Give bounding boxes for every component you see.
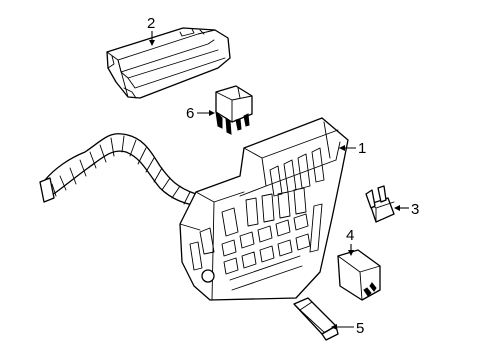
callout-number-5: 5 [356, 320, 364, 337]
part-6-relay [215, 85, 253, 135]
arrowhead-5 [331, 324, 337, 330]
callout-number-3: 3 [411, 201, 419, 218]
callout-number-6: 6 [186, 105, 194, 122]
arrowhead-3 [394, 205, 400, 211]
callout-6: 6 [186, 105, 215, 122]
arrowhead-2 [149, 40, 155, 46]
arrowhead-6 [209, 110, 215, 116]
callout-4: 4 [346, 227, 354, 256]
part-2-cover [106, 27, 231, 99]
wiring-harness [39, 133, 205, 207]
callout-number-1: 1 [358, 140, 366, 157]
callout-3: 3 [394, 201, 419, 218]
callout-number-2: 2 [147, 15, 155, 32]
callout-2: 2 [147, 15, 155, 46]
part-3-mini-fuse [365, 185, 395, 223]
part-5-maxi-fuse [293, 297, 339, 341]
callout-number-4: 4 [346, 227, 354, 244]
arrowhead-1 [339, 145, 345, 151]
callout-1: 1 [339, 140, 366, 157]
callout-5: 5 [331, 320, 364, 337]
part-1-fuse-block [179, 117, 349, 301]
part-4-relay [337, 249, 381, 301]
arrowhead-4 [348, 250, 354, 256]
